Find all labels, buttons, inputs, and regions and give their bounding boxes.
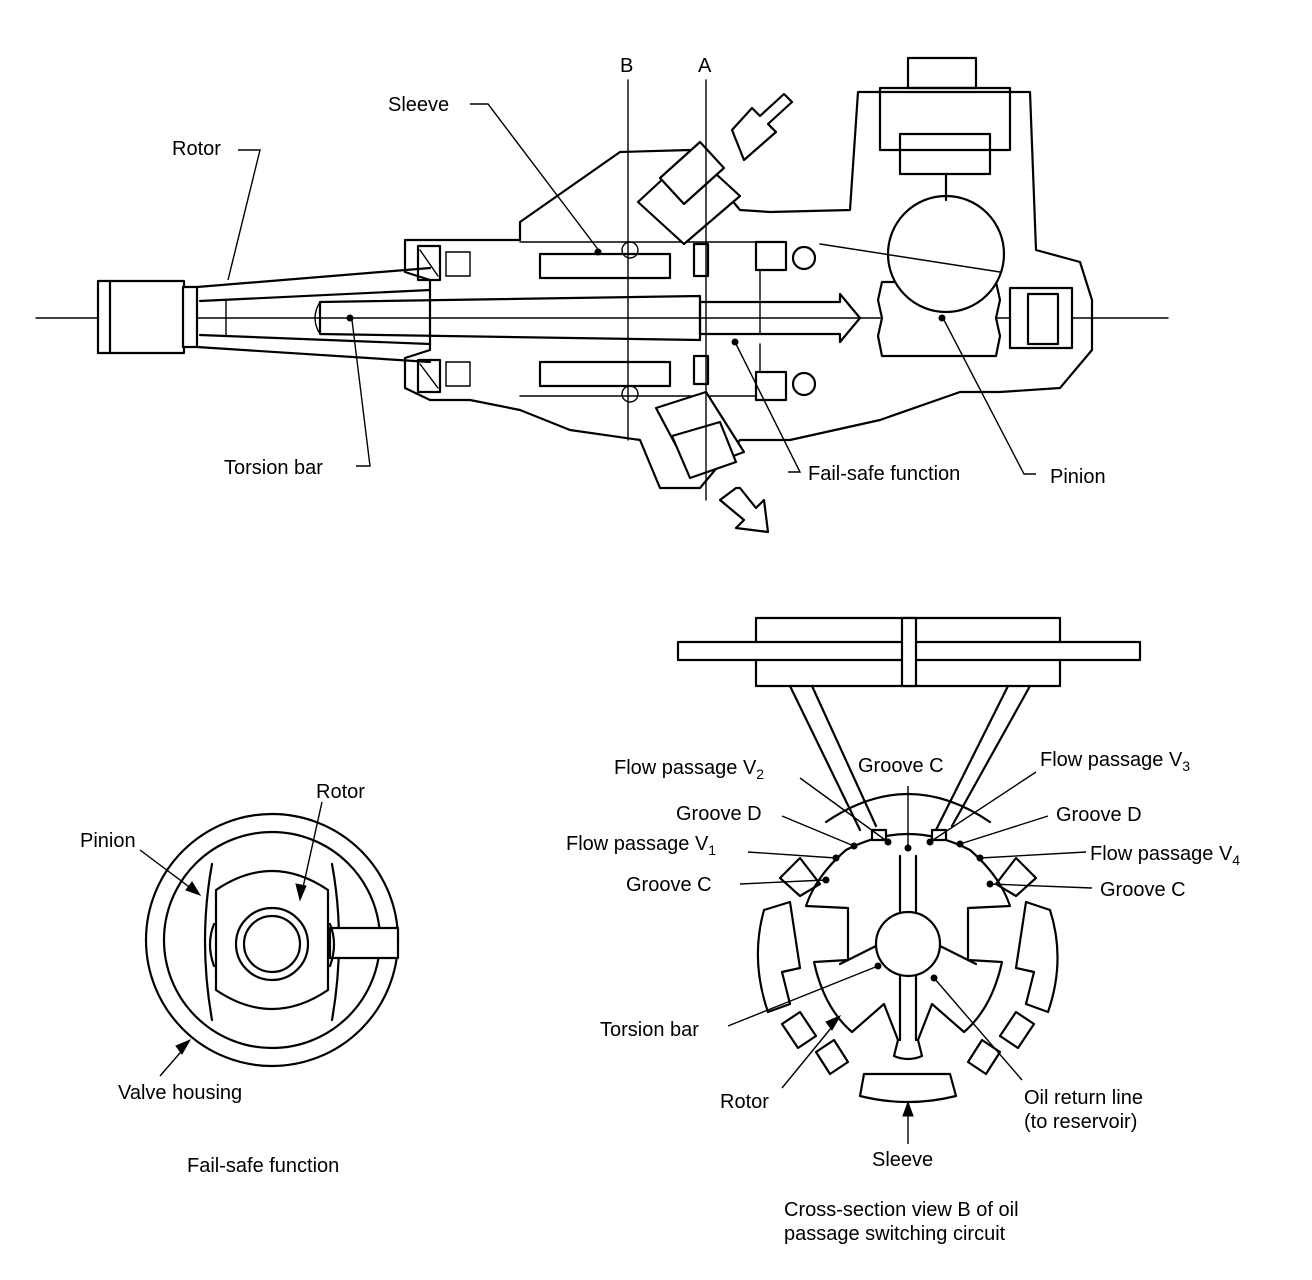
cs-label-torsion-bar: Torsion bar [600,1019,699,1041]
outlet-port [654,390,746,480]
cs-caption-line1: Cross-section view B of oil [784,1199,1019,1221]
cs-label-groove-c-left: Groove C [626,874,712,896]
fs-label-valve-housing: Valve housing [118,1082,242,1104]
fs-label-rotor: Rotor [316,781,365,803]
fs-caption: Fail-safe function [187,1155,339,1177]
cs-label-sleeve: Sleeve [872,1149,933,1171]
cs-label-oil-return-line-note: (to reservoir) [1024,1111,1137,1133]
cs-label-oil-return-line: Oil return line [1024,1087,1143,1109]
label-sleeve: Sleeve [388,94,449,116]
cs-label-groove-d-right: Groove D [1056,804,1142,826]
cs-label-flow-passage-v3: Flow passage V3 [1040,749,1190,774]
cs-caption-line2: passage switching circuit [784,1223,1006,1245]
label-rotor: Rotor [172,138,221,160]
label-torsion-bar: Torsion bar [224,457,323,479]
cs-label-flow-passage-v2: Flow passage V2 [614,757,764,782]
outflow-arrow-icon [718,486,770,534]
longitudinal-section-drawing: B A [35,55,1169,534]
section-mark-a: A [698,55,712,77]
cs-label-rotor: Rotor [720,1091,769,1113]
cross-section-drawing [676,616,1142,1144]
cs-label-groove-c-top: Groove C [858,755,944,777]
label-fail-safe-function: Fail-safe function [808,463,960,485]
cs-label-flow-passage-v1: Flow passage V1 [566,833,716,858]
fail-safe-drawing [139,801,400,1077]
cs-label-groove-c-right: Groove C [1100,879,1186,901]
label-pinion: Pinion [1050,466,1106,488]
cs-label-flow-passage-v4: Flow passage V4 [1090,843,1240,868]
section-mark-b: B [620,55,633,77]
cs-label-groove-d-left: Groove D [676,803,762,825]
inlet-port [636,140,742,246]
inflow-arrow-icon [730,92,794,162]
fs-label-pinion: Pinion [80,830,136,852]
